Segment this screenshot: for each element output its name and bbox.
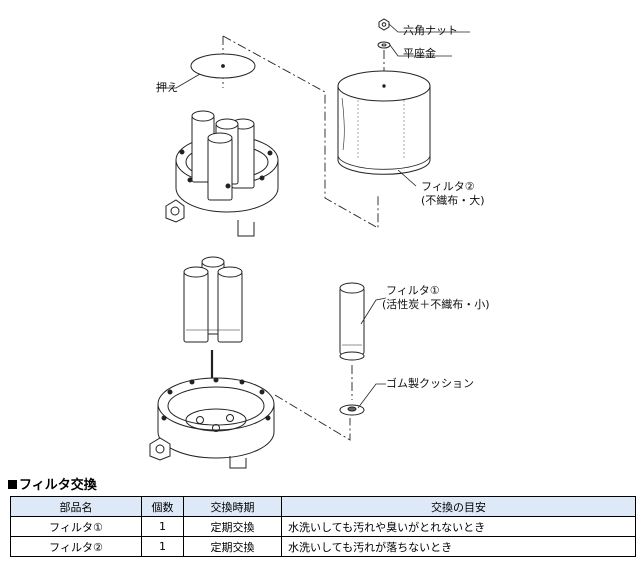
label-hex-nut: 六角ナット xyxy=(403,24,458,37)
label-flat-washer: 平座金 xyxy=(403,47,436,60)
cell-part-name: フィルタ② xyxy=(10,536,142,557)
label-presser: 押え xyxy=(156,81,178,94)
rubber-cushion xyxy=(339,404,365,416)
flat-washer xyxy=(377,41,391,49)
label-filter1-name: フィルタ① xyxy=(386,284,440,297)
filter-2-large xyxy=(337,70,431,175)
hex-nut xyxy=(378,18,390,31)
cell-quantity: 1 xyxy=(141,536,184,557)
cell-guideline: 水洗いしても汚れや臭いがとれないとき xyxy=(281,516,636,537)
square-bullet-icon xyxy=(8,480,17,489)
filter-1-single xyxy=(339,282,365,361)
header-quantity: 個数 xyxy=(141,496,184,517)
section-heading: フィルタ交換 xyxy=(8,474,97,493)
section-title: フィルタ交換 xyxy=(19,478,97,493)
cell-quantity: 1 xyxy=(141,516,184,537)
cell-timing: 定期交換 xyxy=(183,536,282,557)
table-row: フィルタ② 1 定期交換 水洗いしても汚れが落ちないとき xyxy=(10,536,636,557)
filter-1-group xyxy=(183,256,243,382)
table-row: フィルタ① 1 定期交換 水洗いしても汚れや臭いがとれないとき xyxy=(10,516,636,537)
label-filter2-name: フィルタ② xyxy=(421,180,475,193)
upper-housing-assembly xyxy=(165,110,279,237)
label-filter2-spec: (不織布・大) xyxy=(421,194,485,207)
presser-disc xyxy=(190,53,256,79)
table-header-row: 部品名 個数 交換時期 交換の目安 xyxy=(10,496,636,517)
cell-timing: 定期交換 xyxy=(183,516,282,537)
header-part-name: 部品名 xyxy=(10,496,142,517)
exploded-filter-diagram xyxy=(149,18,470,469)
filter-replacement-table: 部品名 個数 交換時期 交換の目安 フィルタ① 1 定期交換 水洗いしても汚れや… xyxy=(10,496,636,557)
header-replacement-timing: 交換時期 xyxy=(183,496,282,517)
cell-part-name: フィルタ① xyxy=(10,516,142,537)
lower-housing xyxy=(149,377,275,469)
label-rubber-cushion: ゴム製クッション xyxy=(386,377,474,390)
header-replacement-guideline: 交換の目安 xyxy=(281,496,636,517)
label-filter1-spec: (活性炭＋不織布・小) xyxy=(382,298,490,311)
cell-guideline: 水洗いしても汚れが落ちないとき xyxy=(281,536,636,557)
